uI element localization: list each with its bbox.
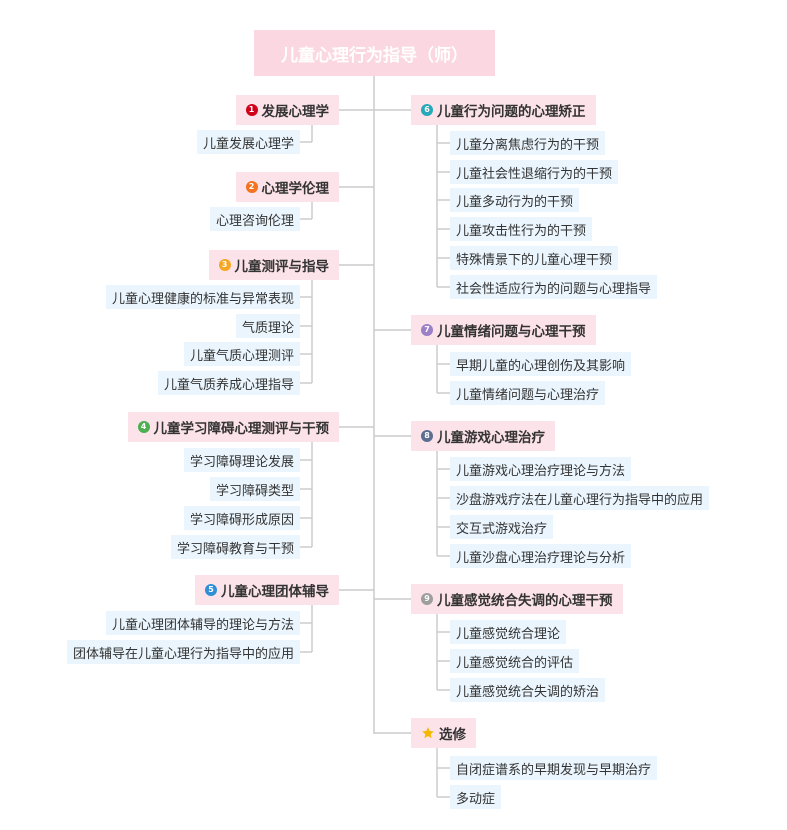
topic-title: 儿童测评与指导 — [234, 259, 330, 275]
topic-title: 儿童心理团体辅导 — [221, 584, 329, 600]
topic-node[interactable]: 6 儿童行为问题的心理矫正 — [411, 95, 596, 125]
topic-title: 发展心理学 — [261, 104, 330, 120]
topic-node[interactable]: 5 儿童心理团体辅导 — [195, 575, 339, 605]
subtopic-node[interactable]: 学习障碍教育与干预 — [170, 535, 300, 559]
subtopic-node[interactable]: 特殊情景下的儿童心理干预 — [450, 246, 619, 270]
subtopic-node[interactable]: 儿童感觉统合理论 — [450, 620, 567, 644]
subtopic-node[interactable]: 儿童感觉统合的评估 — [450, 649, 580, 673]
subtopic-node[interactable]: 学习障碍理论发展 — [183, 448, 300, 472]
subtopic-node[interactable]: 儿童感觉统合失调的矫治 — [450, 678, 606, 702]
subtopic-node[interactable]: 儿童游戏心理治疗理论与方法 — [450, 457, 632, 481]
subtopic-node[interactable]: 儿童发展心理学 — [196, 130, 300, 154]
subtopic-node[interactable]: 儿童攻击性行为的干预 — [450, 217, 593, 241]
subtopic-node[interactable]: 儿童分离焦虑行为的干预 — [450, 131, 606, 155]
topic-title: 儿童游戏心理治疗 — [437, 430, 545, 446]
topic-node[interactable]: 9 儿童感觉统合失调的心理干预 — [411, 584, 623, 614]
number-badge-icon: 6 — [421, 104, 433, 116]
subtopic-node[interactable]: 儿童心理健康的标准与异常表现 — [105, 285, 300, 309]
subtopic-node[interactable]: 学习障碍形成原因 — [183, 506, 300, 530]
subtopic-node[interactable]: 儿童气质心理测评 — [183, 342, 300, 366]
number-badge-icon: 3 — [218, 259, 231, 271]
topic-node[interactable]: 选修 — [411, 718, 476, 748]
topic-node[interactable]: 7 儿童情绪问题与心理干预 — [411, 315, 596, 345]
subtopic-node[interactable]: 沙盘游戏疗法在儿童心理行为指导中的应用 — [450, 486, 710, 510]
subtopic-node[interactable]: 儿童多动行为的干预 — [450, 188, 580, 212]
number-badge-icon: 7 — [421, 324, 433, 336]
number-badge-icon: 1 — [245, 104, 258, 116]
subtopic-node[interactable]: 学习障碍类型 — [209, 477, 300, 501]
topic-title: 心理学伦理 — [261, 181, 330, 197]
subtopic-node[interactable]: 儿童情绪问题与心理治疗 — [450, 381, 606, 405]
subtopic-node[interactable]: 交互式游戏治疗 — [450, 515, 554, 539]
subtopic-node[interactable]: 多动症 — [450, 785, 502, 809]
subtopic-node[interactable]: 儿童社会性退缩行为的干预 — [450, 160, 619, 184]
topic-title: 儿童感觉统合失调的心理干预 — [437, 593, 613, 609]
root-title: 儿童心理行为指导（师） — [281, 45, 468, 66]
subtopic-node[interactable]: 儿童气质养成心理指导 — [157, 371, 300, 395]
number-badge-icon: 8 — [421, 430, 433, 442]
topic-title: 儿童行为问题的心理矫正 — [437, 104, 586, 120]
subtopic-node[interactable]: 气质理论 — [235, 314, 300, 338]
subtopic-node[interactable]: 团体辅导在儿童心理行为指导中的应用 — [66, 640, 300, 664]
subtopic-node[interactable]: 儿童心理团体辅导的理论与方法 — [105, 611, 300, 635]
number-badge-icon: 4 — [137, 421, 150, 433]
topic-title: 儿童情绪问题与心理干预 — [437, 324, 586, 340]
subtopic-node[interactable]: 心理咨询伦理 — [209, 207, 300, 231]
subtopic-node[interactable]: 自闭症谱系的早期发现与早期治疗 — [450, 756, 658, 780]
subtopic-node[interactable]: 儿童沙盘心理治疗理论与分析 — [450, 544, 632, 568]
subtopic-node[interactable]: 早期儿童的心理创伤及其影响 — [450, 352, 632, 376]
topic-title: 选修 — [439, 727, 466, 743]
root-topic[interactable]: 儿童心理行为指导（师） — [254, 30, 495, 76]
topic-title: 儿童学习障碍心理测评与干预 — [153, 421, 330, 437]
number-badge-icon: 5 — [205, 584, 217, 596]
subtopic-node[interactable]: 社会性适应行为的问题与心理指导 — [450, 275, 658, 299]
number-badge-icon: 2 — [245, 181, 258, 193]
number-badge-icon: 9 — [421, 593, 433, 605]
topic-node[interactable]: 8 儿童游戏心理治疗 — [411, 421, 555, 451]
star-icon — [422, 727, 434, 739]
